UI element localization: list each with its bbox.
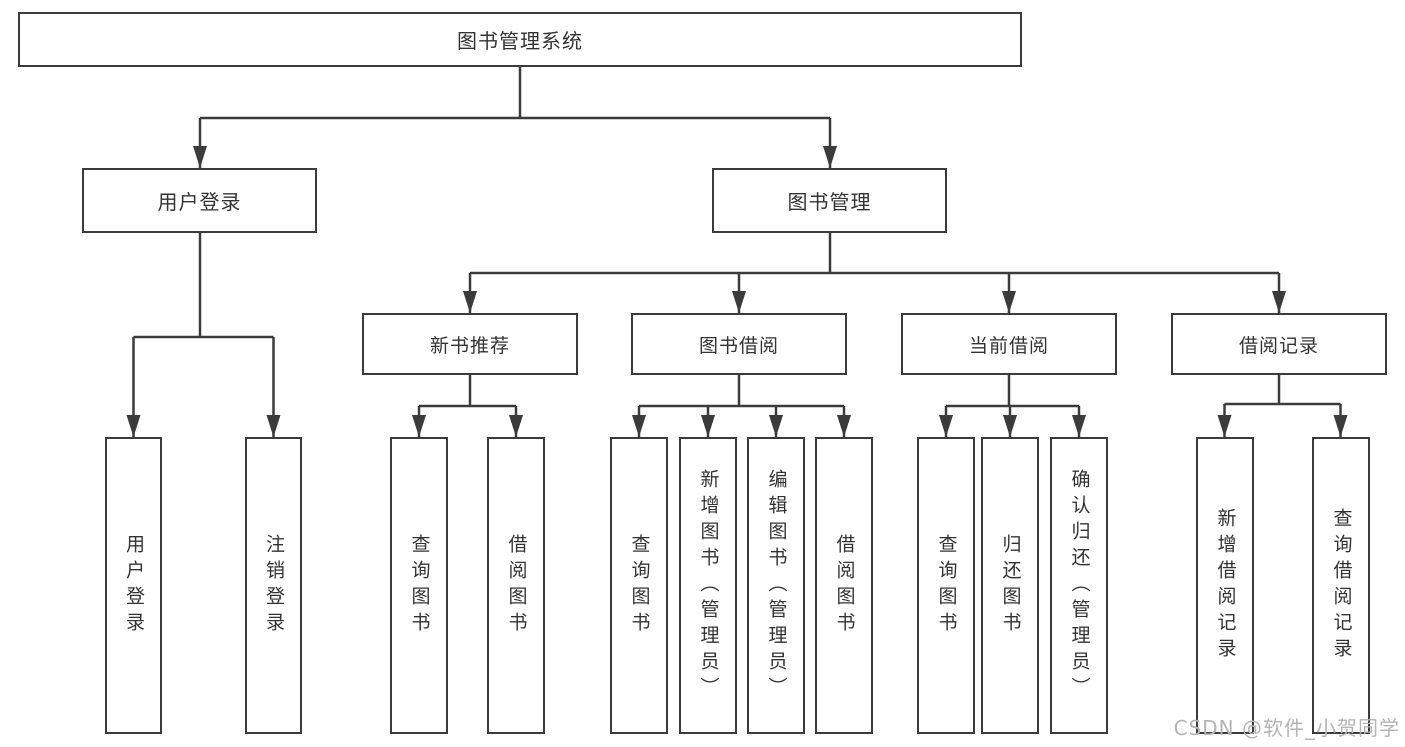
node-label: 当前借阅 (968, 334, 1049, 357)
node-root-system: 图书管理系统 (18, 12, 1022, 67)
leaf-label: 借阅图书 (833, 533, 856, 638)
leaf-label: 新增图书（管理员） (697, 468, 720, 703)
leaf-return-books: 归还图书 (981, 437, 1039, 734)
node-label: 图书借阅 (698, 334, 779, 357)
node-current-borrow: 当前借阅 (901, 313, 1117, 375)
leaf-logout: 注销登录 (245, 437, 302, 734)
leaf-query-books-current: 查询图书 (917, 437, 975, 734)
node-book-management: 图书管理 (712, 168, 947, 233)
leaf-label: 查询图书 (935, 533, 958, 638)
leaf-query-books-recommend: 查询图书 (390, 437, 448, 734)
leaf-add-books-admin: 新增图书（管理员） (679, 437, 737, 734)
leaf-label: 注销登录 (263, 533, 285, 638)
node-new-book-recommend: 新书推荐 (362, 313, 578, 375)
leaf-borrow-books: 借阅图书 (815, 437, 873, 734)
leaf-label: 借阅图书 (505, 533, 528, 638)
leaf-label: 查询图书 (628, 533, 651, 638)
node-user-login: 用户登录 (82, 168, 317, 233)
leaf-label: 查询图书 (408, 533, 431, 638)
node-label: 图书管理系统 (457, 29, 583, 53)
leaf-confirm-return-admin: 确认归还（管理员） (1050, 437, 1108, 734)
node-label: 新书推荐 (429, 334, 510, 357)
leaf-query-books-borrow: 查询图书 (610, 437, 668, 734)
leaf-edit-books-admin: 编辑图书（管理员） (747, 437, 805, 734)
csdn-watermark: CSDN @软件_小贺同学 (1173, 716, 1400, 740)
leaf-label: 新增借阅记录 (1214, 507, 1237, 664)
leaf-borrow-books-recommend: 借阅图书 (487, 437, 545, 734)
node-borrow-records: 借阅记录 (1171, 313, 1387, 375)
leaf-label: 用户登录 (123, 533, 145, 638)
leaf-label: 确认归还（管理员） (1068, 468, 1091, 703)
leaf-label: 归还图书 (999, 533, 1022, 638)
leaf-query-borrow-record: 查询借阅记录 (1312, 437, 1370, 734)
leaf-user-login: 用户登录 (105, 437, 162, 734)
leaf-add-borrow-record: 新增借阅记录 (1196, 437, 1254, 734)
node-book-borrow: 图书借阅 (631, 313, 847, 375)
node-label: 借阅记录 (1238, 334, 1319, 357)
node-label: 用户登录 (157, 190, 242, 214)
node-label: 图书管理 (787, 190, 872, 214)
leaf-label: 查询借阅记录 (1330, 507, 1353, 664)
leaf-label: 编辑图书（管理员） (765, 468, 788, 703)
